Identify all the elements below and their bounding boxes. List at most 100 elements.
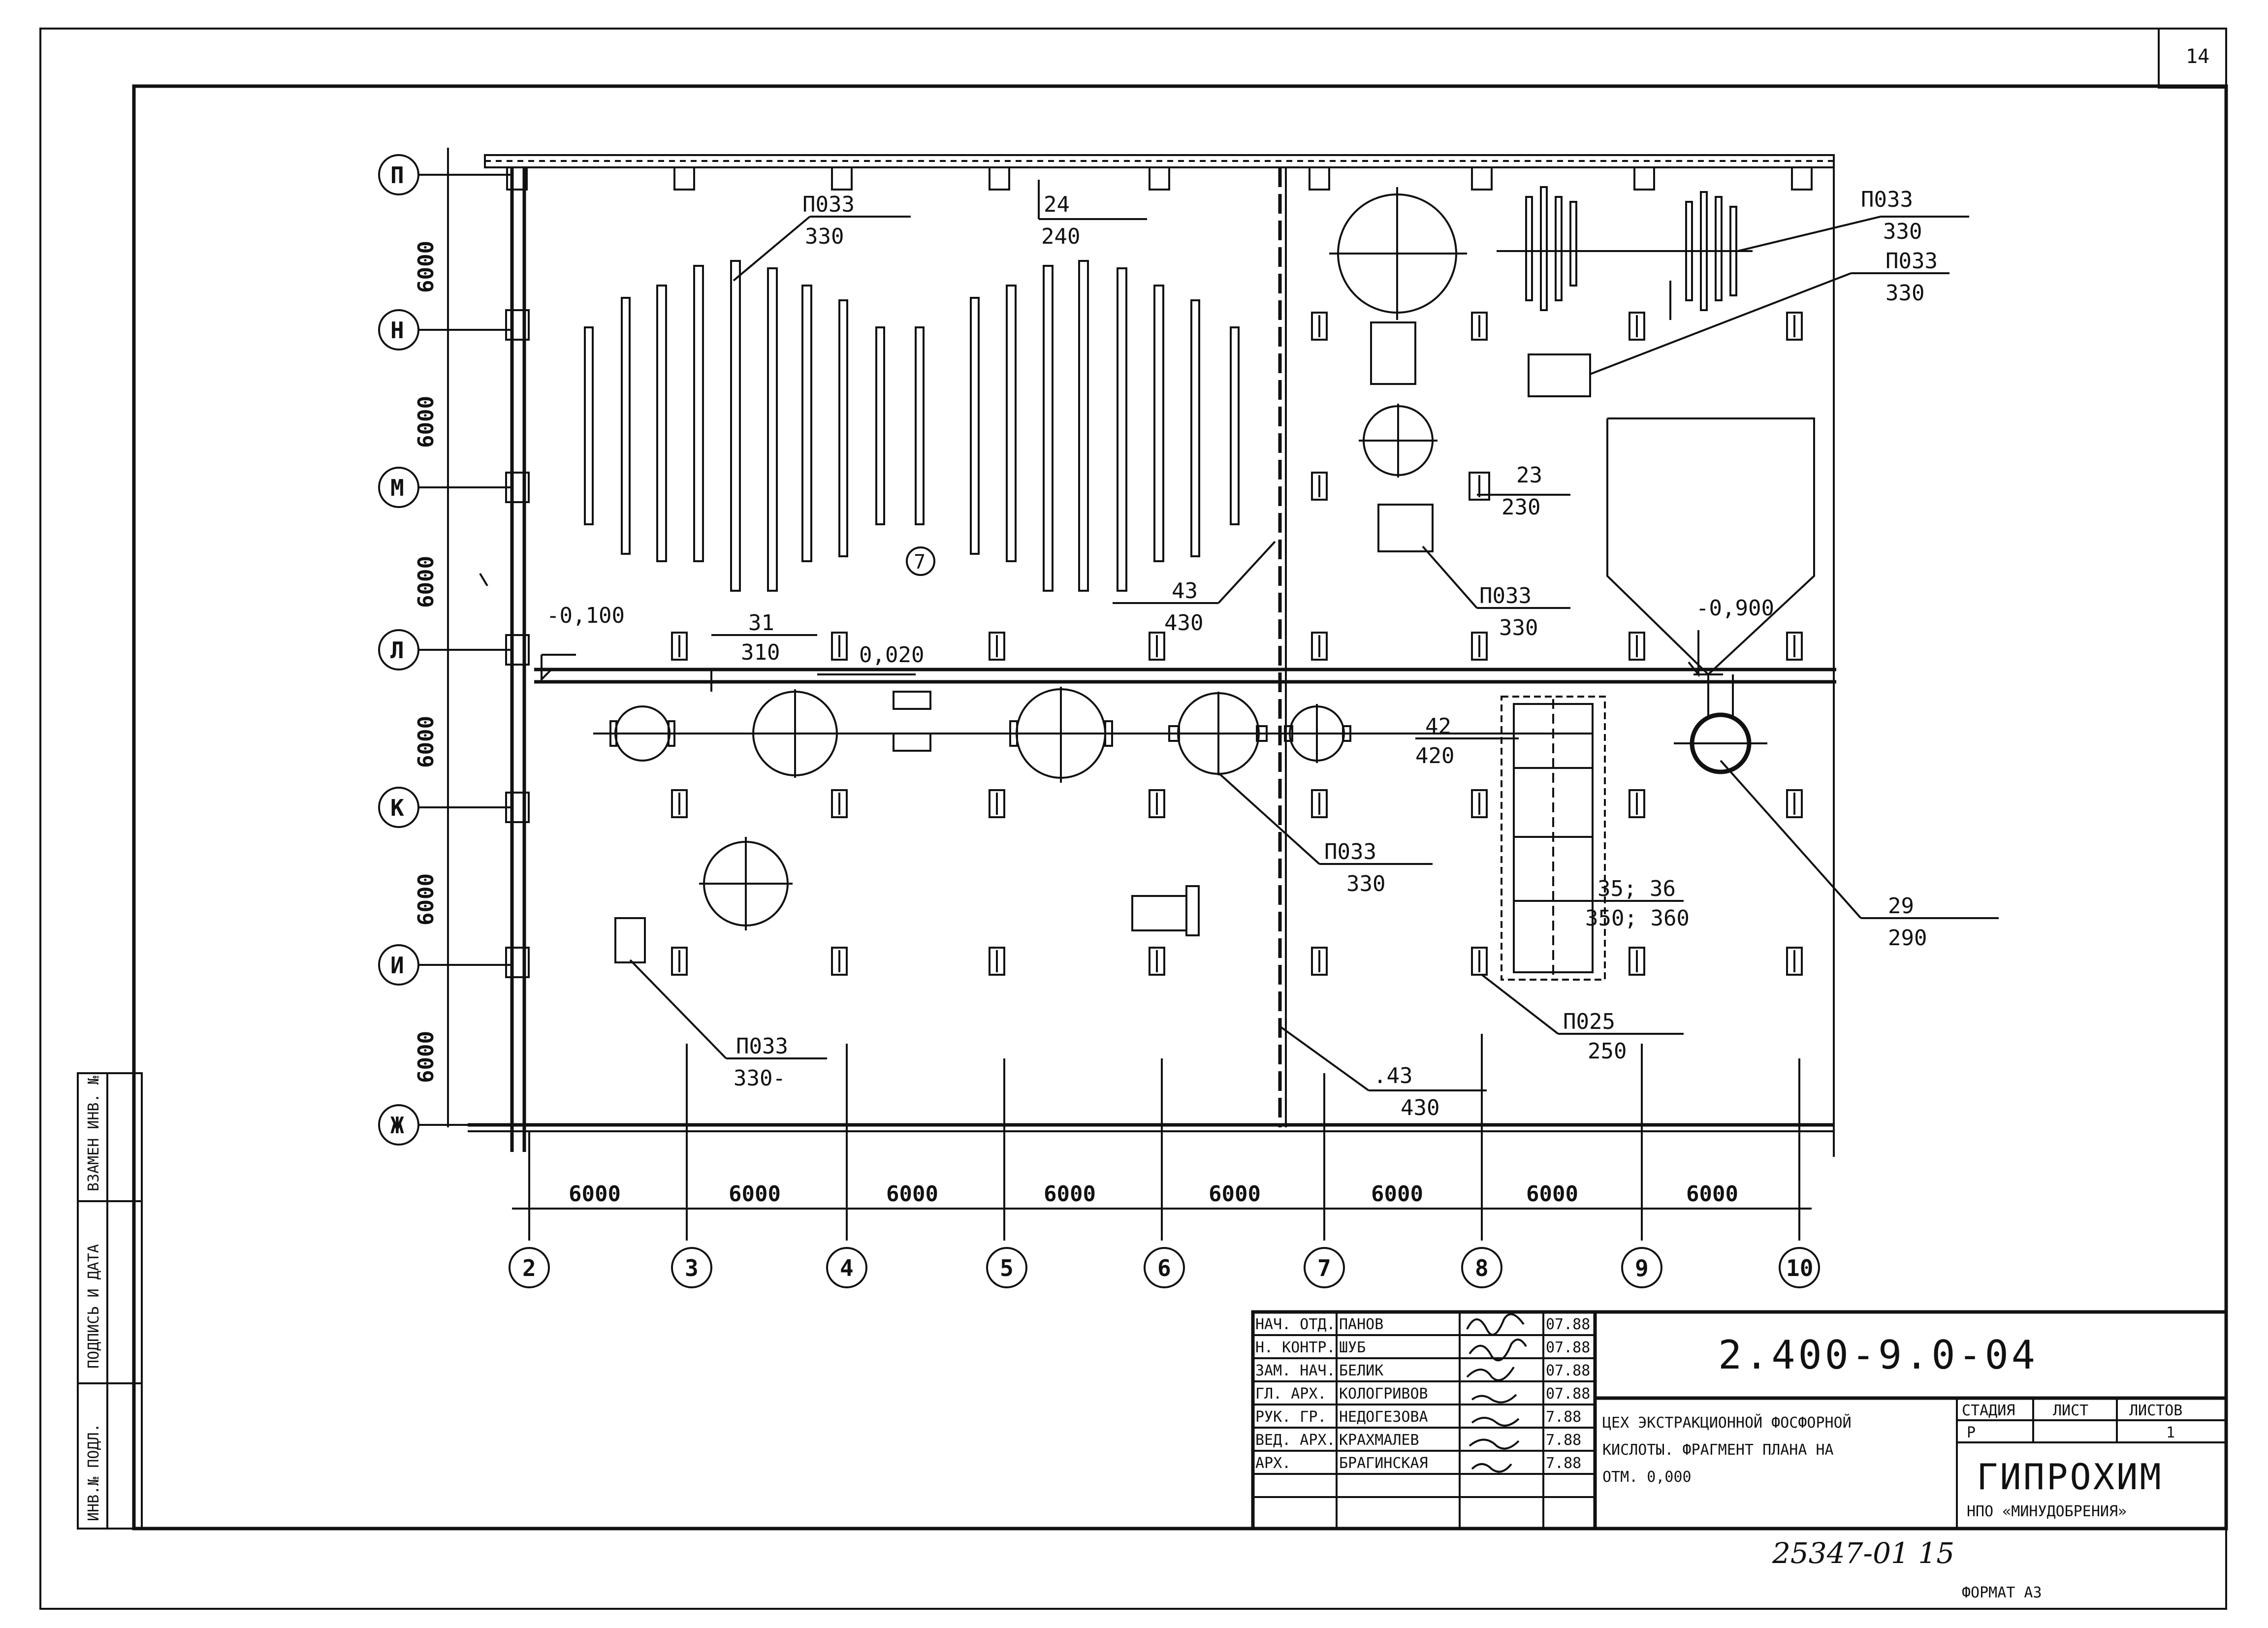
top-pilasters bbox=[506, 166, 1813, 191]
col-dim-2: 6000 bbox=[729, 1181, 781, 1207]
sig-role-1: НАЧ. ОТД. bbox=[1255, 1316, 1336, 1333]
col-dim-8: 6000 bbox=[1686, 1181, 1738, 1207]
sheet-value: 1 bbox=[2166, 1424, 2175, 1441]
col-label-3: 3 bbox=[685, 1255, 699, 1281]
callout-2-bottom: 240 bbox=[1041, 224, 1080, 249]
lower-equipment bbox=[593, 674, 1767, 981]
sig-date-6: 7.88 bbox=[1546, 1432, 1581, 1449]
sig-name-2: ШУБ bbox=[1339, 1339, 1366, 1356]
sig-date-4: 07.88 bbox=[1546, 1385, 1590, 1403]
format-label: ФОРМАТ А3 bbox=[1962, 1584, 2042, 1601]
room-mark-circle bbox=[906, 546, 935, 576]
row-dim-4: 6000 bbox=[414, 716, 439, 768]
callout-13-top: П025 bbox=[1563, 1009, 1615, 1034]
col-dim-6: 6000 bbox=[1371, 1181, 1423, 1207]
sig-name-5: НЕДОГЕЗОВА bbox=[1339, 1408, 1428, 1426]
col-label-5: 5 bbox=[1000, 1255, 1014, 1281]
callout-14-bottom: 330- bbox=[734, 1066, 786, 1091]
organization-sub: НПО «МИНУДОБРЕНИЯ» bbox=[1967, 1503, 2127, 1520]
callout-1-top: П033 bbox=[802, 192, 855, 217]
row-label-N: Н bbox=[390, 317, 404, 344]
stage-header: СТАДИЯ bbox=[1962, 1402, 2015, 1419]
archive-number: 25347-01 15 bbox=[1772, 1536, 1954, 1570]
sig-role-4: ГЛ. АРХ. bbox=[1255, 1385, 1327, 1403]
title-block: НАЧ. ОТД. ПАНОВ 07.88 Н. КОНТР. ШУБ 07.8… bbox=[1251, 1310, 2228, 1531]
col-label-7: 7 bbox=[1317, 1255, 1331, 1281]
level-left: -0,100 bbox=[546, 603, 625, 628]
callout-11-top: 35; 36 bbox=[1597, 876, 1676, 901]
callout-1-bottom: 330 bbox=[805, 224, 844, 249]
col-label-2: 2 bbox=[522, 1255, 536, 1281]
row-dim-3: 6000 bbox=[414, 556, 439, 608]
description-line-3: ОТМ. 0,000 bbox=[1602, 1468, 1692, 1486]
callout-4-bottom: 330 bbox=[1885, 281, 1924, 306]
col-dim-5: 6000 bbox=[1209, 1181, 1261, 1207]
stamp-vzamen: ВЗАМЕН ИНВ. № bbox=[85, 1076, 102, 1191]
sig-name-4: КОЛОГРИВОВ bbox=[1339, 1385, 1428, 1403]
col-label-6: 6 bbox=[1157, 1255, 1171, 1281]
callout-leaders bbox=[629, 180, 1999, 1091]
callout-2-top: 24 bbox=[1044, 192, 1070, 217]
inner-frame bbox=[132, 84, 2228, 1531]
col-dim-4: 6000 bbox=[1044, 1181, 1096, 1207]
row-dim-6: 6000 bbox=[414, 1031, 439, 1083]
row-label-P: П bbox=[390, 162, 404, 189]
organization: ГИПРОХИМ bbox=[1977, 1456, 2163, 1498]
col-dim-3: 6000 bbox=[886, 1181, 938, 1207]
callout-15-bottom: 430 bbox=[1401, 1095, 1439, 1120]
level-marks bbox=[541, 630, 1699, 692]
callout-7-top: 43 bbox=[1172, 578, 1198, 604]
callout-6-bottom: 330 bbox=[1499, 615, 1538, 640]
callout-3-top: П033 bbox=[1861, 187, 1913, 212]
row-dim-2: 6000 bbox=[414, 396, 439, 448]
description-line-2: КИСЛОТЫ. ФРАГМЕНТ ПЛАНА НА bbox=[1602, 1441, 1834, 1459]
sig-role-3: ЗАМ. НАЧ. bbox=[1255, 1362, 1336, 1379]
interior-columns bbox=[671, 312, 1803, 976]
sig-role-2: Н. КОНТР. bbox=[1255, 1339, 1336, 1356]
sig-date-2: 07.88 bbox=[1546, 1339, 1590, 1356]
callout-12-bottom: 290 bbox=[1888, 926, 1927, 951]
row-label-M: М bbox=[390, 475, 404, 501]
sig-name-6: КРАХМАЛЕВ bbox=[1339, 1432, 1419, 1449]
side-stamp: ИНВ.№ ПОДЛ. ПОДПИСЬ И ДАТА ВЗАМЕН ИНВ. № bbox=[77, 1072, 143, 1530]
callout-labels: П033 330 24 240 П033 330 П033 330 23 230… bbox=[734, 187, 1938, 1120]
row-label-I: И bbox=[390, 952, 404, 979]
sheet-header: ЛИСТ bbox=[2053, 1402, 2088, 1419]
callout-9-top: 42 bbox=[1425, 714, 1451, 739]
sig-name-7: БРАГИНСКАЯ bbox=[1339, 1455, 1428, 1472]
sig-date-5: 7.88 bbox=[1546, 1408, 1581, 1426]
row-dim-5: 6000 bbox=[414, 873, 439, 926]
sig-role-6: ВЕД. АРХ. bbox=[1255, 1432, 1336, 1449]
callout-10-bottom: 330 bbox=[1346, 871, 1385, 896]
callout-5-top: 23 bbox=[1516, 463, 1542, 488]
callout-5-bottom: 230 bbox=[1501, 495, 1540, 520]
callout-4-top: П033 bbox=[1885, 249, 1938, 274]
col-label-10: 10 bbox=[1786, 1255, 1813, 1281]
sig-date-3: 07.88 bbox=[1546, 1362, 1590, 1379]
building-plan: 7 bbox=[468, 154, 1836, 1157]
col-label-8: 8 bbox=[1475, 1255, 1489, 1281]
callout-8-top: 31 bbox=[748, 610, 774, 636]
sig-name-3: БЕЛИК bbox=[1339, 1362, 1383, 1379]
sig-date-1: 07.88 bbox=[1546, 1316, 1590, 1333]
callout-6-top: П033 bbox=[1479, 583, 1532, 608]
sig-role-5: РУК. ГР. bbox=[1255, 1408, 1327, 1426]
row-label-K: К bbox=[390, 795, 404, 821]
room-mark: 7 bbox=[914, 551, 926, 574]
row-label-Zh: Ж bbox=[390, 1112, 404, 1139]
sig-role-7: АРХ. bbox=[1255, 1455, 1291, 1472]
level-hopper: -0,900 bbox=[1696, 596, 1774, 621]
col-label-9: 9 bbox=[1635, 1255, 1649, 1281]
callout-9-bottom: 420 bbox=[1415, 743, 1454, 768]
callout-10-top: П033 bbox=[1324, 839, 1376, 864]
sheets-header: ЛИСТОВ bbox=[2129, 1402, 2182, 1419]
row-dim-1: 6000 bbox=[414, 241, 439, 293]
callout-3-bottom: 330 bbox=[1883, 219, 1922, 244]
sig-name-1: ПАНОВ bbox=[1339, 1316, 1383, 1333]
row-bubbles bbox=[378, 154, 419, 1146]
callout-7-bottom: 430 bbox=[1164, 610, 1203, 636]
callout-15-top: .43 bbox=[1374, 1063, 1412, 1088]
column-axes: 2 3 4 5 6 7 8 9 10 6000 6000 6000 6000 6… bbox=[509, 1034, 1820, 1288]
description-line-1: ЦЕХ ЭКСТРАКЦИОННОЙ ФОСФОРНОЙ bbox=[1602, 1414, 1852, 1432]
